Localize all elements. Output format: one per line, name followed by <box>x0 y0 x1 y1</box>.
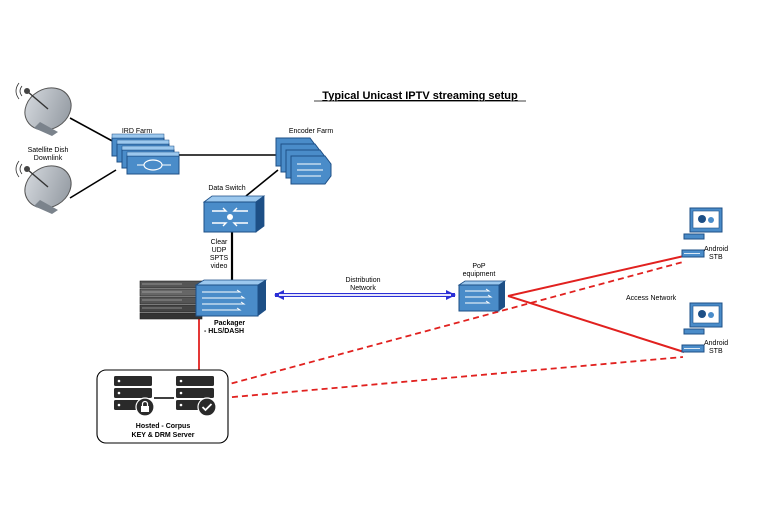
video-label-line-3: SPTS <box>210 255 229 262</box>
stb-bottom-label: Android STB <box>704 340 728 355</box>
link-encoder-switch <box>245 169 279 197</box>
drm-label-line-1: Hosted - Corpus <box>136 423 191 430</box>
stb-top-label: Android STB <box>704 246 728 261</box>
satellite-label-line-2: Downlink <box>34 155 63 162</box>
packager-label: Packager - HLS/DASH <box>204 320 245 335</box>
encoder-farm-label: Encoder Farm <box>289 128 334 135</box>
stb-bottom-label-line-2: STB <box>709 348 723 355</box>
packager-label-line-2: - HLS/DASH <box>204 328 244 335</box>
ird-receiver-stack-icon <box>111 133 180 175</box>
video-label-line-4: video <box>211 263 228 270</box>
pop-label: PoP equipment <box>463 263 496 278</box>
android-stb-icon <box>681 207 723 258</box>
link-pop-stb-bottom <box>507 295 685 353</box>
satellite-dish-icon <box>15 82 72 136</box>
access-network-label: Access Network <box>626 295 677 302</box>
satellite-dish-icon <box>15 160 72 214</box>
packager-device-icon <box>139 279 268 320</box>
link-dish2-ird <box>69 169 117 199</box>
satellite-label: Satellite Dish Downlink <box>28 147 69 162</box>
pop-label-line-1: PoP <box>472 263 486 270</box>
data-switch-label: Data Switch <box>208 185 245 192</box>
drm-label-line-2: KEY & DRM Server <box>132 432 195 439</box>
drm-server-panel: Hosted - Corpus KEY & DRM Server <box>96 369 229 444</box>
diagram-title: Typical Unicast IPTV streaming setup <box>322 90 518 102</box>
distribution-label-line-1: Distribution <box>345 277 380 284</box>
distribution-label: Distribution Network <box>345 277 380 292</box>
ird-farm-label: IRD Farm <box>122 128 153 135</box>
link-dish1-ird <box>69 117 117 144</box>
check-server-icon <box>176 376 217 417</box>
stb-bottom-label-line-1: Android <box>704 340 728 347</box>
pop-label-line-2: equipment <box>463 271 496 278</box>
link-drm-stb-top <box>221 261 684 387</box>
android-stb-icon <box>681 302 723 353</box>
video-label-line-1: Clear <box>211 239 228 246</box>
links <box>69 117 685 399</box>
lock-server-icon <box>114 376 155 417</box>
stb-top-label-line-2: STB <box>709 254 723 261</box>
encoder-stack-icon <box>275 137 332 185</box>
data-switch-icon <box>202 195 266 233</box>
pop-router-icon <box>457 280 507 312</box>
distribution-label-line-2: Network <box>350 285 376 292</box>
link-drm-stb-bottom <box>221 356 684 399</box>
link-pop-stb-top <box>507 255 685 297</box>
stb-top-label-line-1: Android <box>704 246 728 253</box>
video-link-label: Clear UDP SPTS video <box>210 239 229 270</box>
packager-label-line-1: Packager <box>214 320 245 327</box>
satellite-label-line-1: Satellite Dish <box>28 147 69 154</box>
video-label-line-2: UDP <box>212 247 227 254</box>
